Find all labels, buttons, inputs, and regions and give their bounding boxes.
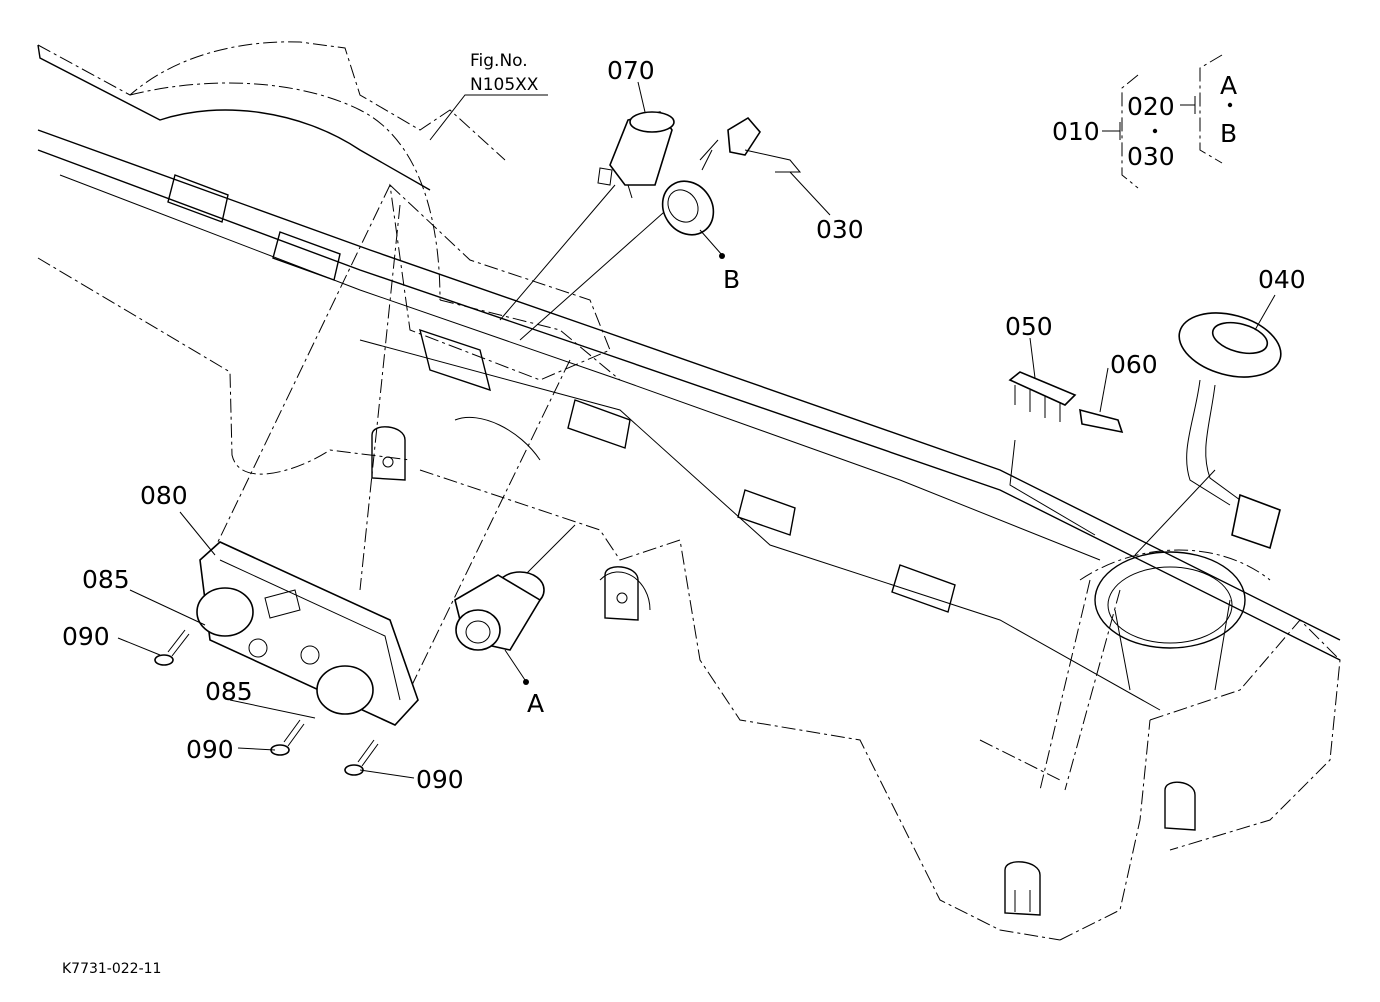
screw-090-left[interactable]	[154, 629, 190, 666]
label-090-mid: 090	[186, 735, 234, 764]
label-ref-b: B	[723, 265, 740, 294]
ref-dot-a	[523, 679, 529, 685]
label-040: 040	[1258, 265, 1306, 294]
projection-lines	[214, 183, 1121, 791]
legend-ref-b: B	[1220, 119, 1237, 148]
connector-040-part[interactable]	[1172, 303, 1288, 550]
label-090-left: 090	[62, 622, 110, 651]
power-socket-part[interactable]	[597, 111, 675, 199]
legend-020: 020	[1127, 92, 1175, 121]
callout-leaders	[117, 81, 1276, 779]
cup-holder	[1094, 551, 1246, 691]
legend-030: 030	[1127, 142, 1175, 171]
label-090-right: 090	[416, 765, 464, 794]
label-070: 070	[607, 56, 655, 85]
drawing-id: K7731-022-11	[62, 961, 161, 977]
fig-caption: Fig.No.	[470, 51, 528, 71]
label-060: 060	[1110, 350, 1158, 379]
ref-dot-b	[719, 253, 725, 259]
fig-number: N105XX	[470, 75, 539, 95]
legend-010: 010	[1052, 117, 1100, 146]
key-switch-part[interactable]	[652, 116, 802, 245]
label-085-top: 085	[82, 565, 130, 594]
label-ref-a: A	[527, 689, 544, 718]
assembly-legend	[1102, 54, 1233, 189]
label-030: 030	[816, 215, 864, 244]
leader-lines	[499, 184, 1216, 576]
upper-rail	[37, 44, 1341, 916]
panel-housing-outline	[37, 41, 1341, 941]
legend-ref-a: A	[1220, 71, 1237, 100]
knob-part-a[interactable]	[454, 571, 545, 651]
label-050: 050	[1005, 312, 1053, 341]
label-085-bottom: 085	[205, 677, 253, 706]
clip-050-part[interactable]	[1008, 371, 1077, 422]
screw-090-mid[interactable]	[270, 719, 305, 756]
clip-060-part[interactable]	[1079, 408, 1124, 434]
gauge-cluster-part[interactable]	[196, 541, 419, 726]
label-080: 080	[140, 481, 188, 510]
